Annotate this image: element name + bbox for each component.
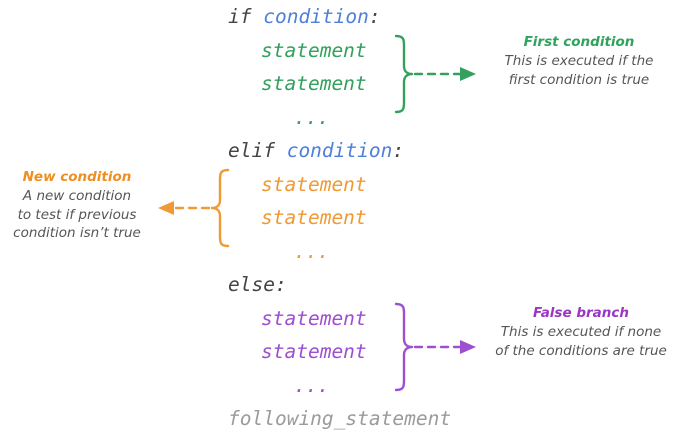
if-colon: : bbox=[368, 5, 381, 28]
elif-header-line: elif condition: bbox=[228, 134, 468, 168]
callout-false-branch-desc-line2: of the conditions are true bbox=[495, 342, 667, 359]
elif-statement-2: statement bbox=[261, 206, 367, 229]
callout-first-condition-title: First condition bbox=[523, 34, 635, 50]
else-header-line: else: bbox=[228, 273, 287, 296]
callout-new-condition-desc-line3: condition isn’t true bbox=[13, 225, 141, 241]
elif-keyword: elif bbox=[228, 139, 287, 162]
if-condition: condition bbox=[263, 5, 369, 28]
elif-condition: condition bbox=[286, 139, 393, 162]
elif-block-brace bbox=[210, 168, 230, 248]
following-statement-line: following_statement bbox=[228, 407, 452, 430]
callout-first-condition-desc-line2: first condition is true bbox=[508, 71, 650, 88]
elif-ellipsis: ... bbox=[294, 239, 330, 263]
callout-new-condition-desc-line1: A new condition bbox=[22, 188, 132, 204]
else-statement-2: statement bbox=[261, 340, 367, 363]
if-statement-1: statement bbox=[261, 38, 367, 62]
elif-colon: : bbox=[392, 139, 405, 162]
callout-false-branch: False branch This is executed if none of… bbox=[488, 304, 674, 360]
callout-new-condition: New condition A new condition to test if… bbox=[2, 168, 152, 243]
callout-first-condition: First condition This is executed if the … bbox=[488, 33, 670, 89]
else-statement-1: statement bbox=[261, 306, 367, 330]
callout-false-branch-desc-line1: This is executed if none bbox=[500, 324, 662, 340]
callout-new-condition-title: New condition bbox=[22, 169, 132, 185]
if-ellipsis: ... bbox=[294, 105, 330, 129]
code-block: if condition: statement statement ... el… bbox=[228, 0, 468, 436]
callout-first-condition-desc-line1: This is executed if the bbox=[504, 53, 654, 69]
if-elif-else-diagram: if condition: statement statement ... el… bbox=[2, 5, 674, 430]
if-header-line: if condition: bbox=[228, 0, 468, 34]
callout-new-condition-desc-line2: to test if previous bbox=[17, 206, 137, 223]
if-statement-2: statement bbox=[261, 72, 367, 95]
callout-false-branch-title: False branch bbox=[533, 305, 629, 321]
if-keyword: if bbox=[228, 5, 264, 28]
elif-block-arrow bbox=[158, 201, 211, 215]
else-ellipsis: ... bbox=[294, 373, 330, 397]
elif-statement-1: statement bbox=[261, 172, 367, 196]
